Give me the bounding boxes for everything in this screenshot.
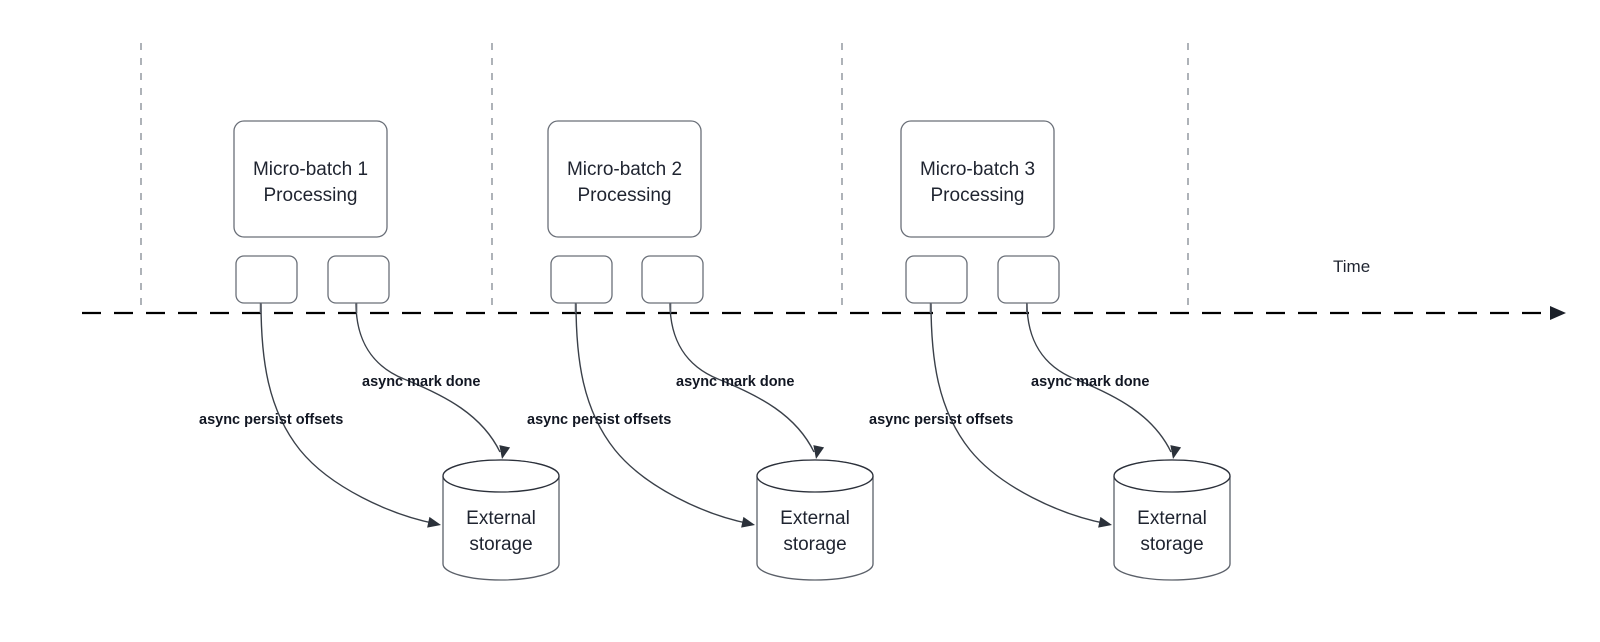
tick-line-layer	[140, 43, 1189, 313]
micro-batch-label-2-line2: Processing	[578, 185, 672, 206]
micro-batch-box-3[interactable]	[900, 120, 1055, 238]
edge-label-mark-done-2: async mark done	[676, 374, 794, 390]
task-box-1-1[interactable]	[235, 255, 298, 304]
micro-batch-label-3-line1: Micro-batch 3	[920, 159, 1035, 180]
micro-batch-label-1-line2: Processing	[264, 185, 358, 206]
edge-mark-done-3	[1026, 302, 1172, 453]
external-storage-label-1-line1: External	[466, 508, 536, 529]
edge-arrowhead-persist-offsets-1	[427, 516, 441, 528]
edge-label-persist-offsets-3: async persist offsets	[869, 412, 1013, 428]
edge-arrowhead-mark-done-1	[499, 445, 511, 459]
task-box-2-2[interactable]	[641, 255, 704, 304]
edge-mark-done-1	[355, 302, 501, 453]
edge-layer	[260, 302, 1182, 528]
edge-arrowhead-persist-offsets-2	[741, 516, 755, 528]
node-layer	[233, 120, 1231, 581]
task-box-1-2[interactable]	[327, 255, 390, 304]
edge-label-persist-offsets-1: async persist offsets	[199, 412, 343, 428]
edge-mark-done-2	[669, 302, 815, 453]
micro-batch-label-1-line1: Micro-batch 1	[253, 159, 368, 180]
time-axis-label: Time	[1333, 257, 1370, 276]
external-storage-label-3-line2: storage	[1140, 534, 1203, 555]
micro-batch-label-2-line1: Micro-batch 2	[567, 159, 682, 180]
edge-label-mark-done-3: async mark done	[1031, 374, 1149, 390]
external-storage-label-3-line1: External	[1137, 508, 1207, 529]
task-box-3-2[interactable]	[997, 255, 1060, 304]
task-box-2-1[interactable]	[550, 255, 613, 304]
timeline-layer	[82, 306, 1566, 320]
external-storage-label-1-line2: storage	[469, 534, 532, 555]
edge-persist-offsets-3	[930, 302, 1109, 525]
edge-arrowhead-persist-offsets-3	[1098, 516, 1112, 528]
edge-label-persist-offsets-2: async persist offsets	[527, 412, 671, 428]
external-storage-label-2-line1: External	[780, 508, 850, 529]
external-storage-cylinder-top-2	[756, 459, 874, 493]
time-axis-arrowhead	[1550, 306, 1566, 320]
external-storage-cylinder-top-1	[442, 459, 560, 493]
edge-label-mark-done-1: async mark done	[362, 374, 480, 390]
micro-batch-box-2[interactable]	[547, 120, 702, 238]
external-storage-cylinder-top-3	[1113, 459, 1231, 493]
edge-persist-offsets-2	[575, 302, 752, 525]
edge-arrowhead-mark-done-3	[1170, 445, 1182, 459]
micro-batch-label-3-line2: Processing	[931, 185, 1025, 206]
external-storage-label-2-line2: storage	[783, 534, 846, 555]
task-box-3-1[interactable]	[905, 255, 968, 304]
edge-persist-offsets-1	[260, 302, 438, 525]
edge-arrowhead-mark-done-2	[813, 445, 825, 459]
micro-batch-box-1[interactable]	[233, 120, 388, 238]
